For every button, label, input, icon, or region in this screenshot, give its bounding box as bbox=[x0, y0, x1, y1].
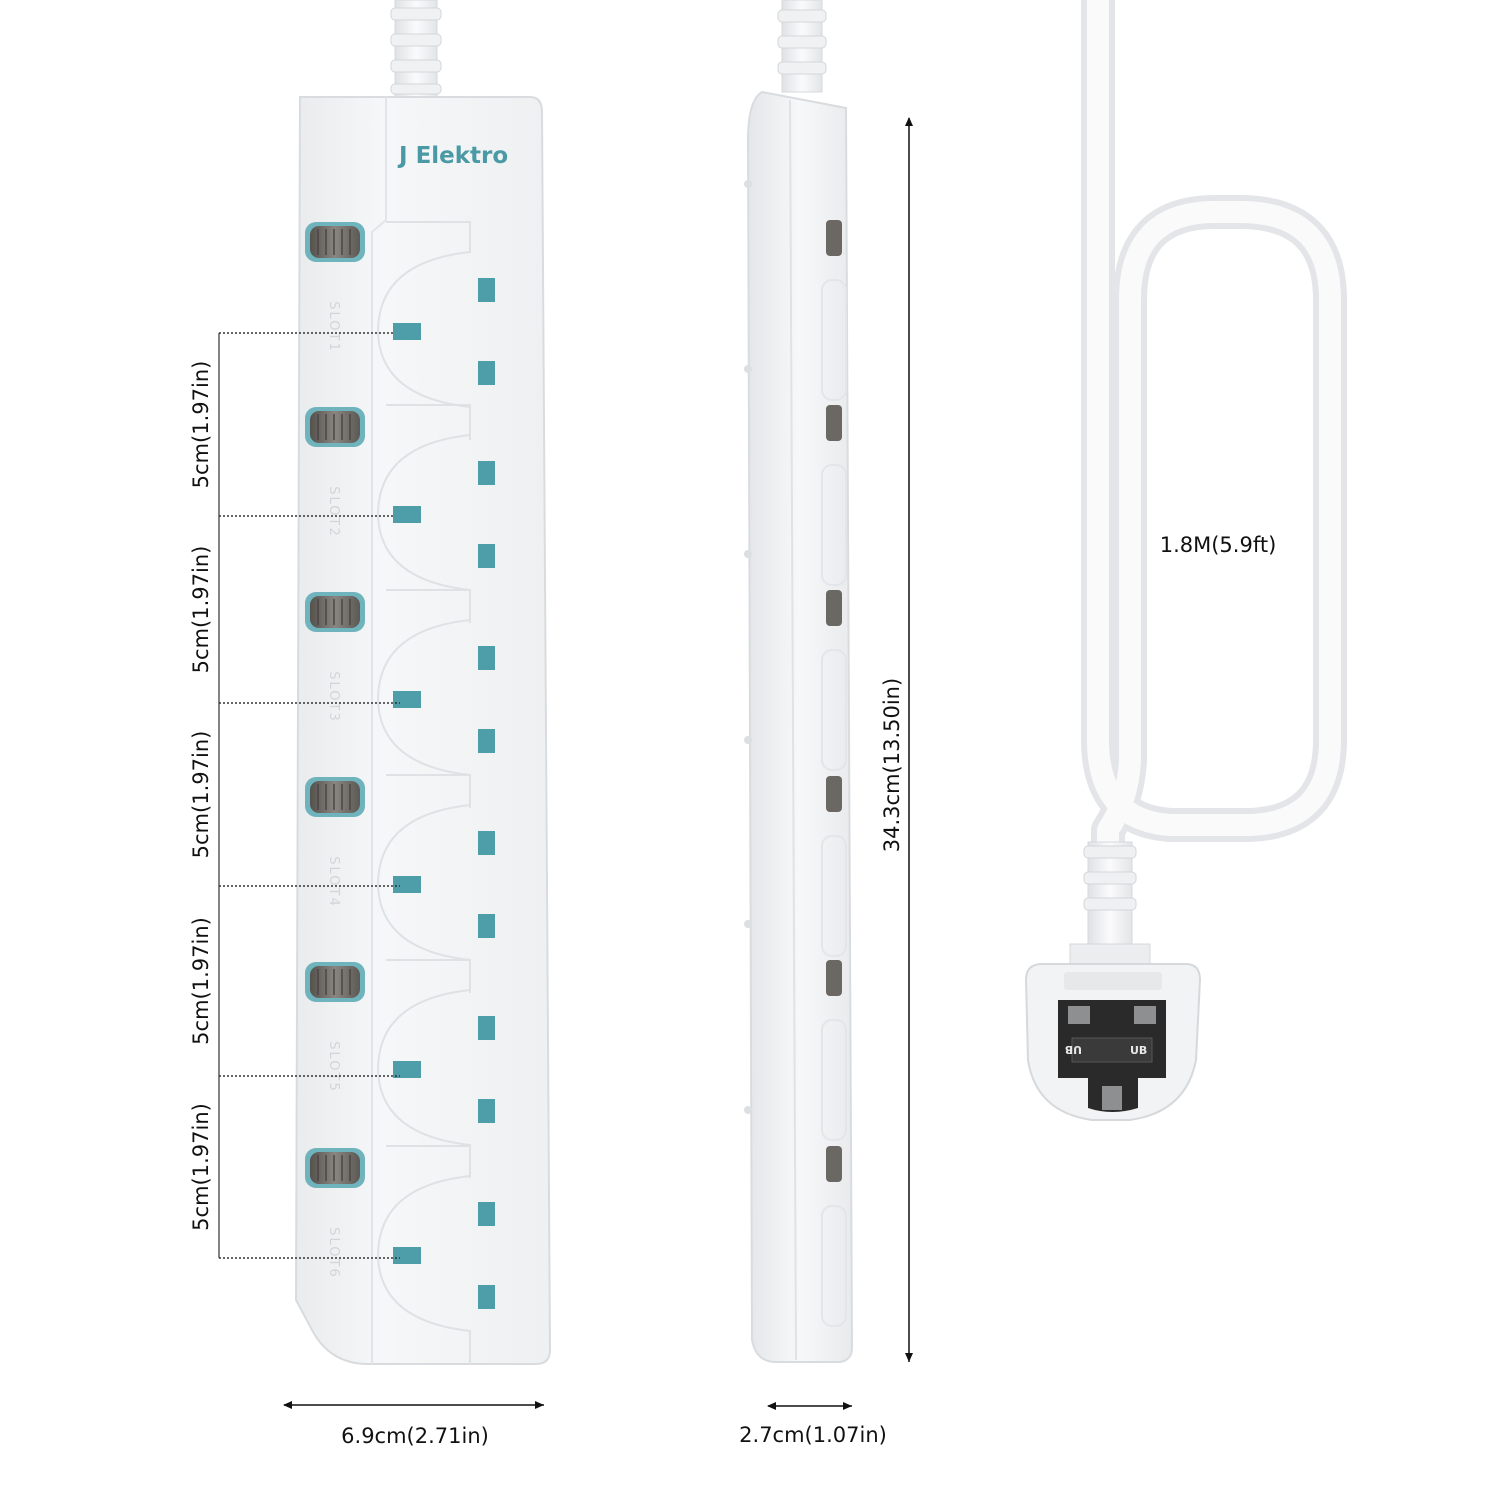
socket-2-earth-pin bbox=[478, 461, 495, 485]
socket-6-neutral-pin bbox=[393, 1247, 421, 1264]
socket-1-neutral-pin bbox=[393, 323, 421, 340]
power-switch-1[interactable] bbox=[305, 222, 365, 262]
slot-label-3: SLOT3 bbox=[326, 671, 341, 722]
side-switch-4 bbox=[744, 736, 847, 957]
side-view bbox=[744, 0, 854, 1363]
slot-label-4: SLOT4 bbox=[326, 856, 341, 907]
socket-1-earth-pin bbox=[478, 278, 495, 302]
brand-logo: J Elektro bbox=[397, 143, 508, 169]
power-switch-2[interactable] bbox=[305, 407, 365, 447]
socket-5-earth-pin bbox=[478, 1016, 495, 1040]
side-cord bbox=[777, 0, 827, 93]
power-switch-5[interactable] bbox=[305, 962, 365, 1002]
socket-6-earth-pin bbox=[478, 1202, 495, 1226]
cable-length-label: 1.8M(5.9ft) bbox=[1160, 533, 1277, 557]
plug-strain-relief bbox=[1069, 841, 1151, 967]
socket-2[interactable] bbox=[376, 404, 495, 623]
socket-5-live-pin bbox=[478, 1099, 495, 1123]
socket-3-earth-pin bbox=[478, 646, 495, 670]
socket-3-neutral-pin bbox=[393, 691, 421, 708]
slot-label-5: SLOT5 bbox=[326, 1041, 341, 1092]
spacing-label-5: 5cm(1.97in) bbox=[189, 1103, 213, 1231]
socket-5-neutral-pin bbox=[393, 1061, 421, 1078]
socket-spacing-dimensions: 5cm(1.97in) 5cm(1.97in) 5cm(1.97in) 5cm(1.9… bbox=[189, 332, 400, 1259]
plug-earth-pin-right bbox=[1134, 1006, 1156, 1024]
length-label: 34.3cm(13.50in) bbox=[880, 678, 904, 852]
plug-fuse bbox=[1071, 1037, 1153, 1063]
side-switch-2 bbox=[744, 365, 847, 586]
power-switch-6[interactable] bbox=[305, 1148, 365, 1188]
socket-6-live-pin bbox=[478, 1285, 495, 1309]
socket-4-earth-pin bbox=[478, 831, 495, 855]
side-switch-6 bbox=[744, 1106, 847, 1327]
width-label: 6.9cm(2.71in) bbox=[341, 1424, 489, 1448]
plug-marking-left: UB bbox=[1065, 1043, 1082, 1056]
side-switch-1 bbox=[744, 180, 847, 401]
socket-column bbox=[376, 221, 495, 1364]
plug-earth-pin-left bbox=[1068, 1006, 1090, 1024]
power-switch-4[interactable] bbox=[305, 777, 365, 817]
slot-label-6: SLOT6 bbox=[326, 1227, 341, 1278]
side-switch-3 bbox=[744, 550, 847, 771]
socket-1-live-pin bbox=[478, 361, 495, 385]
spacing-label-4: 5cm(1.97in) bbox=[189, 917, 213, 1045]
socket-2-live-pin bbox=[478, 544, 495, 568]
uk-plug: UB UB bbox=[1024, 963, 1202, 1121]
spacing-label-1: 5cm(1.97in) bbox=[189, 361, 213, 489]
side-switch-5 bbox=[744, 920, 847, 1141]
power-switch-3[interactable] bbox=[305, 592, 365, 632]
slot-label-2: SLOT2 bbox=[326, 486, 341, 537]
socket-5[interactable] bbox=[376, 959, 495, 1178]
plug-live-pin bbox=[1102, 1086, 1122, 1110]
front-cord bbox=[390, 0, 442, 101]
socket-4-neutral-pin bbox=[393, 876, 421, 893]
spacing-label-2: 5cm(1.97in) bbox=[189, 546, 213, 674]
slot-label-1: SLOT1 bbox=[326, 301, 341, 352]
socket-4-live-pin bbox=[478, 914, 495, 938]
width-dimension: 6.9cm(2.71in) bbox=[283, 1401, 544, 1448]
socket-3-live-pin bbox=[478, 729, 495, 753]
socket-1[interactable] bbox=[376, 221, 495, 440]
length-dimension: 34.3cm(13.50in) bbox=[880, 117, 913, 1362]
plug-marking-right: UB bbox=[1130, 1044, 1147, 1057]
socket-3[interactable] bbox=[376, 589, 495, 808]
side-switch-column bbox=[744, 180, 847, 1327]
socket-4[interactable] bbox=[376, 774, 495, 993]
spacing-label-3: 5cm(1.97in) bbox=[189, 731, 213, 859]
cable-view: 1.8M(5.9ft) UB UB bbox=[1024, 0, 1347, 1121]
socket-2-neutral-pin bbox=[393, 506, 421, 523]
socket-6[interactable] bbox=[376, 1145, 495, 1364]
depth-dimension: 2.7cm(1.07in) bbox=[739, 1402, 887, 1447]
depth-label: 2.7cm(1.07in) bbox=[739, 1423, 887, 1447]
